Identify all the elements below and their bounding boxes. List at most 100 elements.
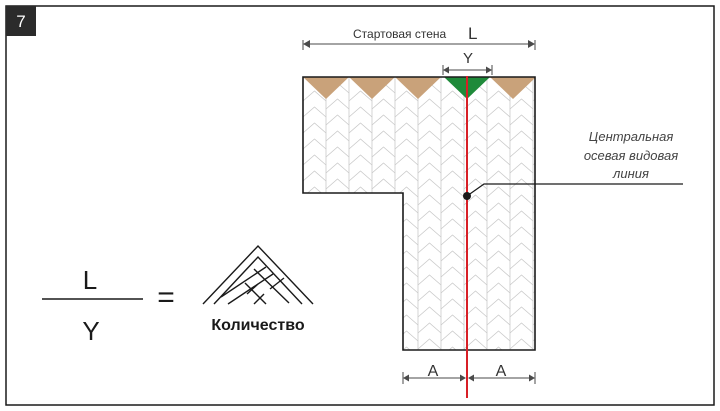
parquet-plank-chevron [348,202,373,214]
parquet-plank-chevron [440,234,465,246]
parquet-plank-chevron [325,114,350,126]
parquet-plank-chevron [371,114,396,126]
parquet-plank-chevron [417,242,442,254]
parquet-plank-chevron [486,330,511,342]
starter-triangle [303,77,349,99]
parquet-plank-chevron [394,122,419,134]
parquet-plank-chevron [417,130,442,142]
parquet-plank-chevron [486,314,511,326]
room-floor [302,76,579,389]
parquet-plank-chevron [394,138,419,150]
parquet-plank-chevron [532,138,535,150]
parquet-plank-chevron [509,242,534,254]
parquet-plank-chevron [348,314,373,326]
parquet-plank-chevron [325,306,350,318]
start-wall-symbol: L [468,24,477,43]
parquet-plank-chevron [371,226,396,238]
parquet-plank-chevron [509,210,534,222]
parquet-plank-chevron [532,186,535,198]
parquet-plank-chevron [303,298,327,310]
parquet-plank-chevron [371,178,396,190]
parquet-plank-chevron [372,355,395,365]
parquet-plank-chevron [325,258,350,270]
parquet-plank-chevron [417,274,442,286]
parquet-plank-chevron [417,194,442,206]
parquet-plank-chevron [556,339,579,349]
parquet-plank-chevron [441,363,464,373]
parquet-plank-chevron [417,226,442,238]
parquet-plank-chevron [486,186,511,198]
parquet-plank-chevron [325,210,350,222]
parquet-plank-chevron [532,330,535,342]
parquet-plank-chevron [303,122,327,134]
parquet-plank-chevron [486,106,511,118]
parquet-plank-chevron [417,338,442,350]
parquet-plank-chevron [371,274,396,286]
parquet-plank-chevron [486,282,511,294]
parquet-plank-chevron [348,170,373,182]
a-dimensions: A A [402,362,536,384]
parquet-plank-chevron [440,202,465,214]
parquet-plank-chevron [509,162,534,174]
parquet-plank-chevron [532,106,535,118]
parquet-plank-chevron [440,122,465,134]
parquet-plank-chevron [348,122,373,134]
start-wall-dimension: Стартовая стена L [302,24,536,50]
parquet-plank-chevron [440,346,465,350]
parquet-plank-chevron [348,346,373,350]
parquet-plank-chevron [371,242,396,254]
parquet-plank-chevron [532,346,535,350]
parquet-plank-chevron [440,154,465,166]
parquet-plank-chevron [532,282,535,294]
parquet-plank-chevron [349,379,372,389]
parquet-plank-chevron [556,195,579,205]
parquet-plank-chevron [325,162,350,174]
parquet-plank-chevron [348,330,373,342]
parquet-plank-chevron [532,170,535,182]
parquet-plank-chevron [417,290,442,302]
parquet-plank-chevron [509,290,534,302]
starter-triangles [303,77,535,99]
parquet-plank-chevron [556,99,579,109]
parquet-plank-chevron [509,98,534,110]
parquet-plank-chevron [325,242,350,254]
parquet-plank-chevron [417,306,442,318]
parquet-plank-chevron [417,178,442,190]
parquet-plank-chevron [303,154,327,166]
parquet-plank-chevron [556,163,579,173]
step-badge: 7 [6,6,36,36]
parquet-plank-chevron [303,98,304,110]
parquet-plank-chevron [303,90,327,102]
parquet-plank-chevron [556,131,579,141]
parquet-plank-chevron [417,146,442,158]
start-wall-label: Стартовая стена [353,27,447,41]
herringbone-icon [202,244,314,305]
parquet-plank-chevron [556,211,579,221]
parquet-plank-chevron [532,266,535,278]
parquet-plank-chevron [372,371,395,381]
parquet-plank-chevron [303,379,326,389]
parquet-plank-chevron [348,90,373,102]
parquet-plank-chevron [348,266,373,278]
parquet-plank-chevron [532,250,535,262]
parquet-plank-chevron [509,226,534,238]
parquet-plank-chevron [486,298,511,310]
parquet-plank-chevron [486,346,511,350]
parquet-plank-chevron [509,306,534,318]
formula: L Y = Количество [42,244,314,346]
parquet-plank-chevron [303,194,304,206]
parquet-plank-chevron [440,250,465,262]
parquet-plank-chevron [509,194,534,206]
parquet-plank-chevron [486,138,511,150]
parquet-plank-chevron [303,178,304,190]
parquet-plank-chevron [303,266,327,278]
parquet-plank-chevron [348,106,373,118]
room-outline [302,76,536,351]
formula-result-label: Количество [211,317,304,334]
parquet-plank-chevron [532,154,535,166]
parquet-plank-chevron [303,170,327,182]
parquet-plank-chevron [303,202,327,214]
parquet-plank-chevron [417,322,442,334]
annotation-line-2: осевая видовая [584,148,678,163]
